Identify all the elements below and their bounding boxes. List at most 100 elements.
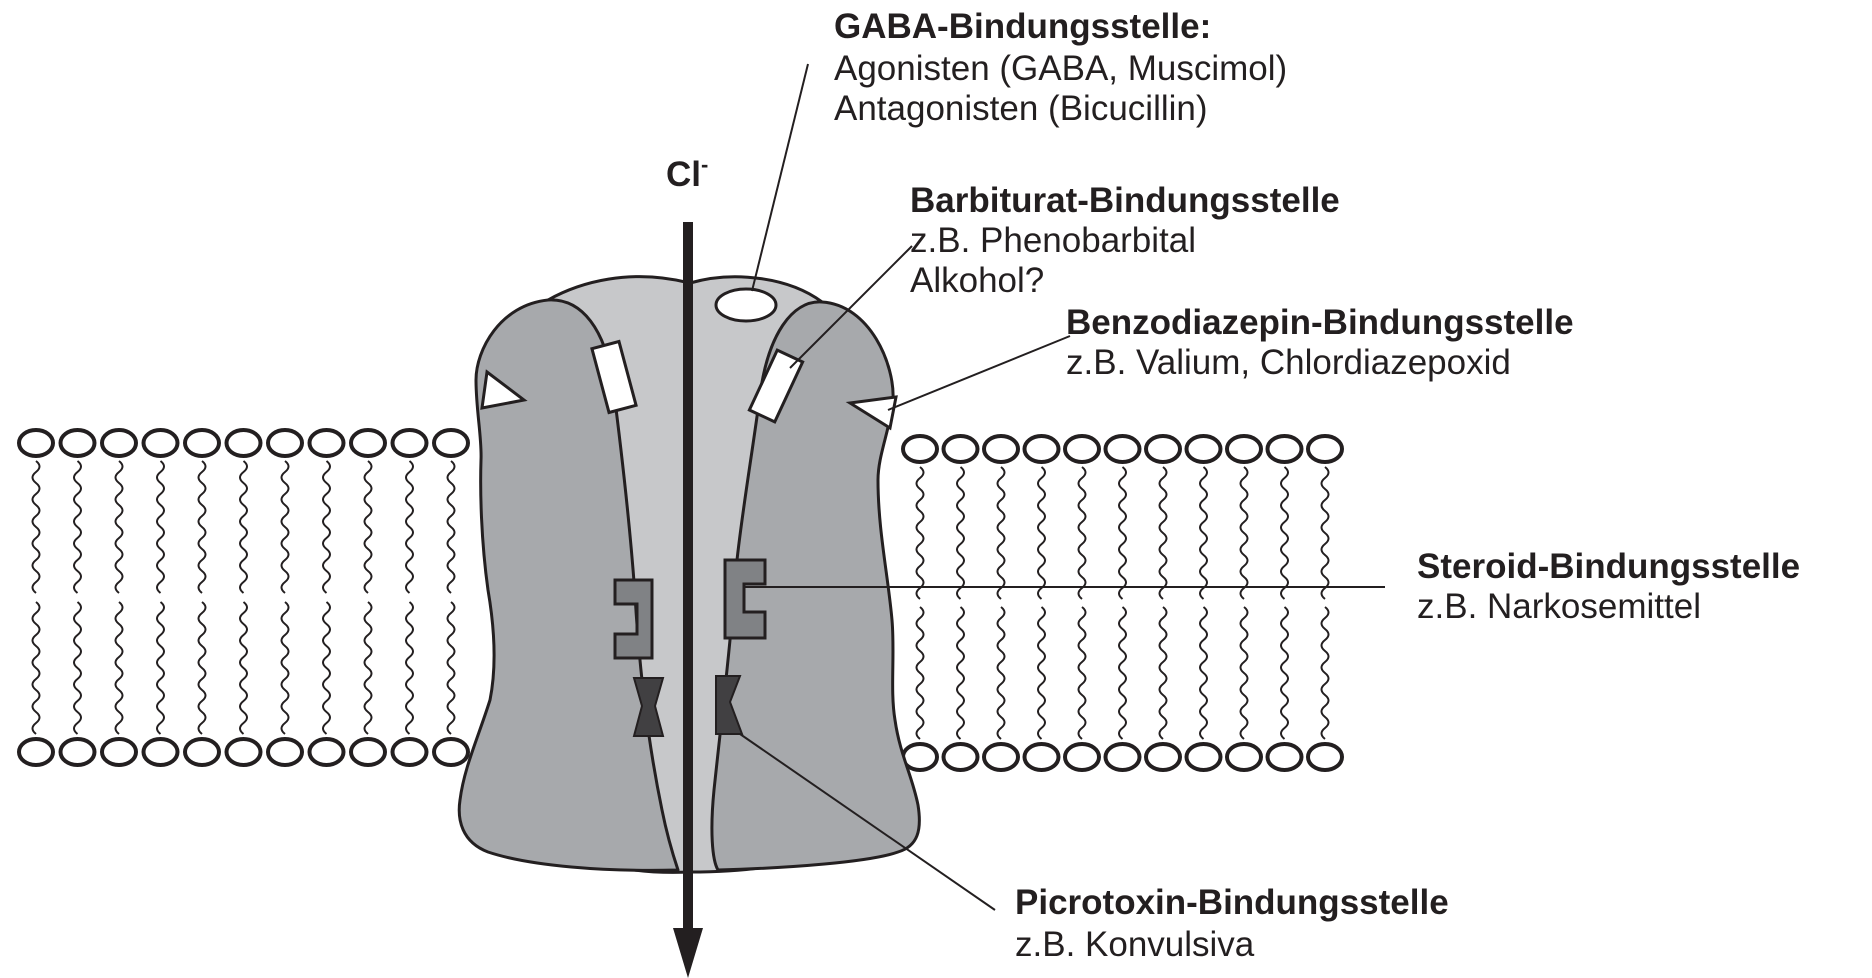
lipid-head — [19, 430, 53, 456]
barbiturat-label-line1: z.B. Phenobarbital — [910, 221, 1196, 260]
lipid-tail — [74, 602, 81, 734]
lipid-head — [1106, 744, 1140, 770]
lipid-head — [1146, 744, 1180, 770]
gaba-label-line1: Agonisten (GABA, Muscimol) — [834, 49, 1287, 88]
lipid-head — [393, 739, 427, 765]
lipid-head — [227, 430, 261, 456]
lipid-tail — [282, 602, 289, 734]
lipid-tail — [448, 602, 455, 734]
gaba-binding-site — [716, 289, 776, 321]
lipid-tail — [157, 602, 164, 734]
lipid-head — [1227, 436, 1261, 462]
lipid-head — [185, 739, 219, 765]
lipid-head — [102, 430, 136, 456]
benzodiazepin-label: Benzodiazepin-Bindungsstelle z.B. Valium… — [1066, 303, 1574, 382]
lipid-tail — [199, 602, 206, 734]
benzodiazepin-leader-line — [888, 336, 1070, 410]
lipid-tail — [240, 461, 247, 593]
lipid-head — [1227, 744, 1261, 770]
chloride-ion-label: Cl- — [666, 152, 708, 194]
lipid-head — [227, 739, 261, 765]
lipid-tail — [406, 602, 413, 734]
lipid-tail — [1079, 467, 1086, 599]
barbiturat-label-title: Barbiturat-Bindungsstelle — [910, 181, 1340, 220]
lipid-tail — [157, 461, 164, 593]
lipid-head — [1025, 436, 1059, 462]
lipid-tail — [1241, 607, 1248, 739]
chloride-flow-arrowhead — [673, 928, 703, 978]
lipid-head — [1308, 744, 1342, 770]
lipid-head — [1268, 436, 1302, 462]
lipid-head — [393, 430, 427, 456]
lipid-tail — [998, 467, 1005, 599]
barbiturat-label-line2: Alkohol? — [910, 261, 1044, 300]
lipid-tail — [1322, 607, 1329, 739]
lipid-head — [268, 430, 302, 456]
lipid-head — [1146, 436, 1180, 462]
gaba-label: GABA-Bindungsstelle: Agonisten (GABA, Mu… — [834, 7, 1287, 128]
lipid-tail — [74, 461, 81, 593]
lipid-tail — [917, 467, 924, 599]
lipid-tail — [448, 461, 455, 593]
gaba-label-line2: Antagonisten (Bicucillin) — [834, 89, 1208, 128]
lipid-tail — [1241, 467, 1248, 599]
lipid-tail — [199, 461, 206, 593]
lipid-head — [1065, 436, 1099, 462]
lipid-tail — [1079, 607, 1086, 739]
lipid-tail — [1200, 607, 1207, 739]
steroid-label-title: Steroid-Bindungsstelle — [1417, 547, 1800, 586]
lipid-head — [310, 430, 344, 456]
lipid-tail — [957, 607, 964, 739]
lipid-tail — [957, 467, 964, 599]
gaba-leader-line — [752, 64, 808, 291]
lipid-tail — [33, 461, 40, 593]
lipid-head — [944, 744, 978, 770]
lipid-tail — [33, 602, 40, 734]
barbiturat-label: Barbiturat-Bindungsstelle z.B. Phenobarb… — [910, 181, 1340, 300]
lipid-head — [903, 436, 937, 462]
lipid-tail — [1119, 467, 1126, 599]
steroid-label: Steroid-Bindungsstelle z.B. Narkosemitte… — [1417, 547, 1800, 626]
lipid-tail — [1322, 467, 1329, 599]
lipid-tail — [406, 461, 413, 593]
lipid-head — [144, 430, 178, 456]
lipid-tail — [365, 602, 372, 734]
lipid-tail — [116, 461, 123, 593]
lipid-tail — [998, 607, 1005, 739]
benzodiazepin-label-title: Benzodiazepin-Bindungsstelle — [1066, 303, 1574, 342]
lipid-head — [1308, 436, 1342, 462]
picrotoxin-label-title: Picrotoxin-Bindungsstelle — [1015, 883, 1449, 922]
lipid-head — [185, 430, 219, 456]
lipid-tail — [1200, 467, 1207, 599]
lipid-tail — [1038, 607, 1045, 739]
lipid-head — [268, 739, 302, 765]
picrotoxin-label: Picrotoxin-Bindungsstelle z.B. Konvulsiv… — [1015, 883, 1449, 964]
lipid-head — [1187, 744, 1221, 770]
lipid-head — [1065, 744, 1099, 770]
lipid-head — [1025, 744, 1059, 770]
lipid-head — [984, 436, 1018, 462]
lipid-head — [1268, 744, 1302, 770]
lipid-head — [944, 436, 978, 462]
lipid-tail — [282, 461, 289, 593]
lipid-head — [1106, 436, 1140, 462]
lipid-head — [434, 430, 468, 456]
lipid-head — [61, 430, 95, 456]
lipid-tail — [323, 602, 330, 734]
lipid-head — [144, 739, 178, 765]
lipid-head — [984, 744, 1018, 770]
benzodiazepin-label-line1: z.B. Valium, Chlordiazepoxid — [1066, 343, 1511, 382]
lipid-head — [102, 739, 136, 765]
lipid-head — [1187, 436, 1221, 462]
lipid-tail — [1119, 607, 1126, 739]
steroid-label-line1: z.B. Narkosemittel — [1417, 587, 1701, 626]
lipid-head — [351, 430, 385, 456]
lipid-head — [434, 739, 468, 765]
lipid-tail — [323, 461, 330, 593]
lipid-tail — [1038, 467, 1045, 599]
lipid-tail — [1160, 467, 1167, 599]
lipid-tail — [240, 602, 247, 734]
lipid-head — [310, 739, 344, 765]
lipid-tail — [1281, 467, 1288, 599]
